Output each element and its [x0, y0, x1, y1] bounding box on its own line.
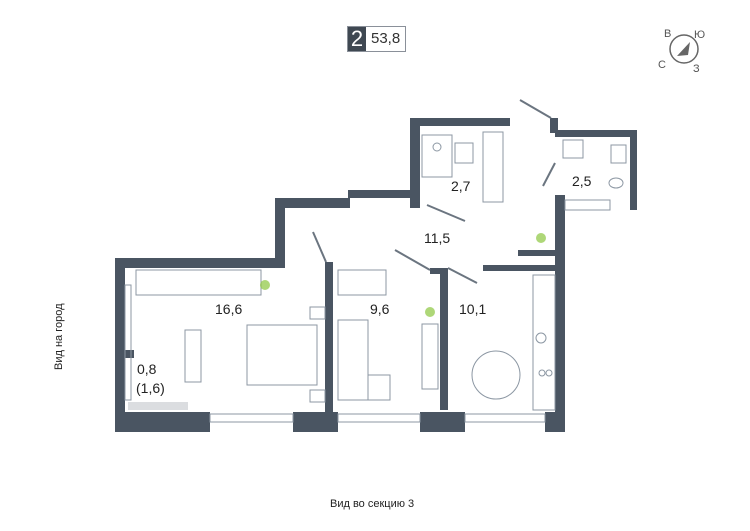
compass-west: З — [693, 63, 700, 75]
compass-east: В — [664, 28, 671, 40]
apartment-badge: 2 53,8 — [347, 26, 407, 52]
view-left-label: Вид на город — [53, 303, 65, 370]
room-area-bathroom: 2,7 — [451, 178, 471, 194]
bed — [246, 324, 318, 386]
room-area-toilet: 2,5 — [572, 173, 592, 189]
sink-toilet — [610, 144, 627, 164]
wardrobe-room — [337, 269, 387, 296]
room-area-balcony: 0,8 — [137, 361, 157, 377]
room-area-kitchen: 10,1 — [459, 301, 486, 317]
washing-machine — [562, 139, 584, 159]
rack-room — [421, 323, 439, 390]
total-area: 53,8 — [371, 30, 401, 47]
rack — [184, 329, 202, 383]
view-bottom-label: Вид во секцию 3 — [330, 498, 414, 510]
compass-north: С — [658, 59, 666, 71]
kitchen-counter — [532, 274, 556, 411]
room-area-hall: 11,5 — [424, 230, 450, 246]
furniture — [135, 131, 627, 411]
compass-south: Ю — [694, 29, 705, 41]
room-count: 2 — [348, 27, 366, 51]
shower — [421, 134, 453, 178]
wardrobe-bedroom — [135, 269, 262, 296]
walls — [115, 118, 637, 432]
sofa — [337, 319, 369, 401]
windows — [124, 199, 611, 423]
toilet — [608, 177, 624, 189]
sink — [454, 142, 474, 164]
dining-table — [471, 350, 521, 400]
doors — [312, 99, 556, 284]
plant-icons — [260, 233, 546, 317]
compass-icon: В Ю С З — [658, 28, 705, 75]
room-area-room: 9,6 — [370, 301, 390, 317]
wardrobe-bath — [482, 131, 504, 203]
room-area-balcony-full: (1,6) — [136, 380, 165, 396]
room-area-bedroom: 16,6 — [215, 301, 242, 317]
